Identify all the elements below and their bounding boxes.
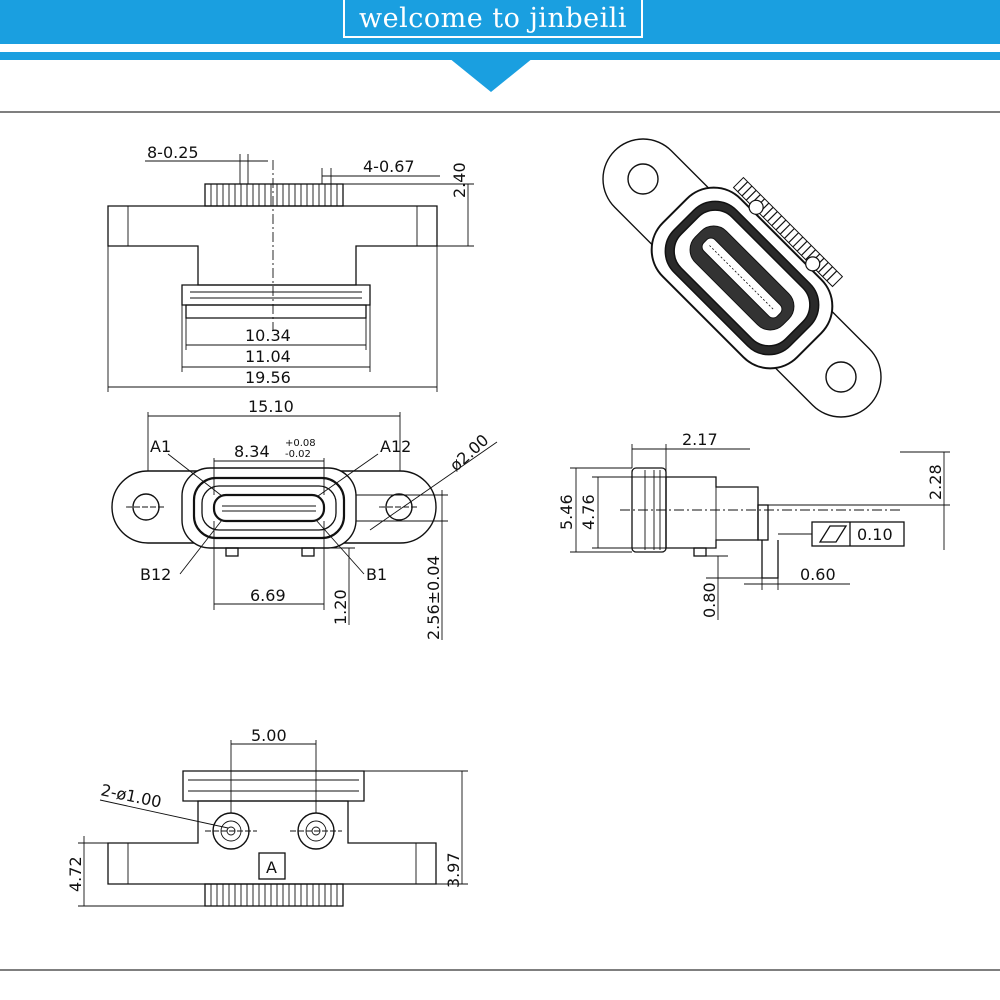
dim-port-tol-minus: -0.02 (285, 449, 311, 460)
label-a12: A12 (380, 437, 411, 456)
dim-bottom-width: 6.69 (250, 586, 286, 605)
dim-outer-height: 5.46 (557, 494, 576, 530)
dim-total-width: 19.56 (245, 368, 291, 387)
top-view: 8-0.25 4-0.67 2.40 10.34 11.04 19.56 (107, 143, 474, 392)
dim-height: 2.40 (450, 162, 469, 198)
dim-left-height: 4.72 (66, 856, 85, 892)
dim-pin-offset: 2.28 (926, 464, 945, 500)
dim-flange-width: 2.17 (682, 430, 718, 449)
dim-pitch-a: 8-0.25 (147, 143, 199, 162)
dim-port-height: 2.56±0.04 (424, 555, 443, 640)
bottom-view: A 5.00 2-ø1.00 (66, 726, 468, 907)
dim-hole-dia: ø2.00 (446, 430, 492, 475)
bottom-view-rim (182, 770, 365, 802)
dim-right-height: 3.97 (444, 852, 463, 888)
bottom-view-pins (204, 883, 344, 907)
dim-pitch-b: 4-0.67 (363, 157, 415, 176)
dim-inner-height: 4.76 (579, 494, 598, 530)
top-view-pins (204, 183, 344, 207)
dim-post-spacing: 5.00 (251, 726, 287, 745)
dim-inner-width: 10.34 (245, 326, 291, 345)
iso-hole-left (627, 163, 659, 195)
iso-view (602, 138, 882, 418)
front-view: 15.10 8.34 +0.08 -0.02 A1 A12 ø2.00 B12 … (111, 397, 498, 640)
dim-pin-len: 0.80 (700, 582, 719, 618)
dim-port-width: 8.34 (234, 442, 270, 461)
banner-title: welcome to jinbeili (358, 2, 628, 34)
iso-hole-right (825, 361, 857, 393)
side-view-body (665, 476, 759, 549)
top-view-body (107, 205, 438, 286)
header-banner: welcome to jinbeili (0, 0, 1000, 92)
banner-arrow-icon (449, 58, 533, 92)
side-view: 2.17 5.46 4.76 2.28 0.10 0.80 0.60 (557, 430, 950, 620)
label-a1: A1 (150, 437, 171, 456)
datum-label: A (266, 858, 277, 877)
dim-pin-thick: 0.60 (800, 565, 836, 584)
dim-port-tol-plus: +0.08 (285, 438, 316, 449)
datum-box (258, 852, 286, 880)
dim-hole-span: 15.10 (248, 397, 294, 416)
banner-title-box: welcome to jinbeili (343, 0, 643, 38)
flatness-callout: 0.10 (778, 521, 905, 547)
dim-mid-width: 11.04 (245, 347, 291, 366)
dim-tab-height: 1.20 (331, 589, 350, 625)
front-view-housing (181, 467, 357, 549)
dim-flatness: 0.10 (857, 525, 893, 544)
label-b1: B1 (366, 565, 387, 584)
banner-stripe (0, 52, 1000, 60)
label-b12: B12 (140, 565, 171, 584)
